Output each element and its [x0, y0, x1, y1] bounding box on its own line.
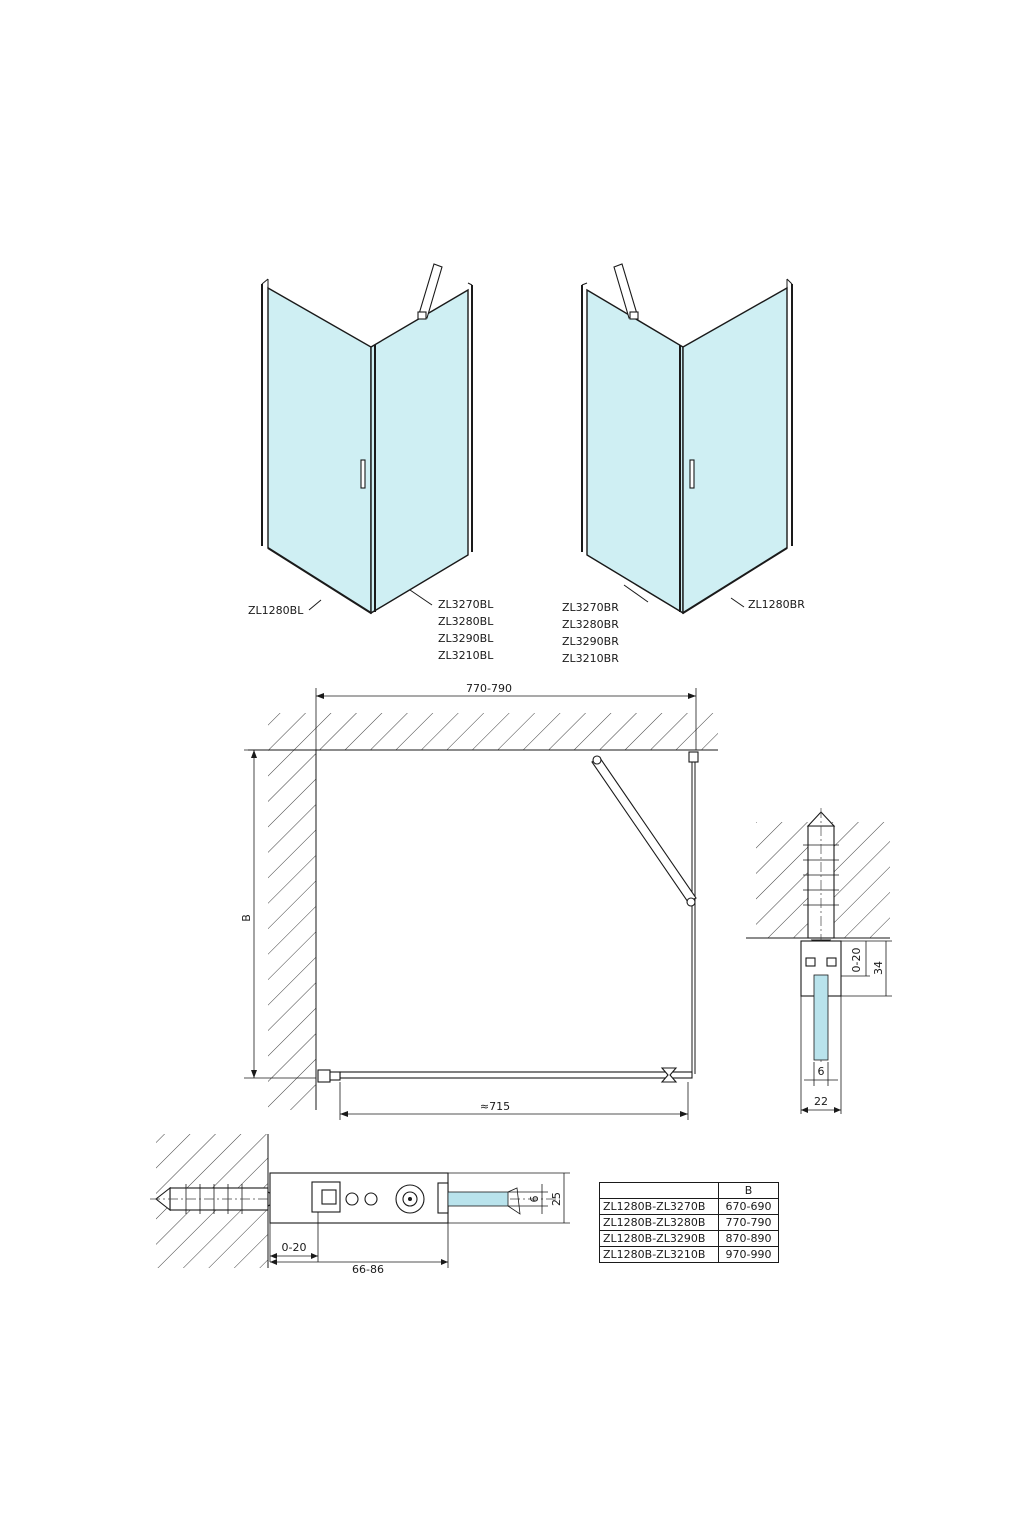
door-glass-panel	[370, 288, 469, 615]
table-cell-model: ZL1280B-ZL3210B	[599, 1246, 719, 1263]
isometric-view-left: ZL1280BL ZL3270BL ZL3280BL ZL3290BL ZL32…	[248, 263, 494, 662]
plan-view: 770-790 B ≈715	[240, 682, 718, 1120]
label-door-right-3: ZL3290BR	[562, 635, 619, 648]
table-cell-b: 670-690	[718, 1198, 779, 1215]
stabilizer-bar	[418, 263, 443, 319]
label-door-left-2: ZL3280BL	[438, 615, 494, 628]
door-glass-panel	[586, 288, 684, 615]
bottom-profile-detail: 6 25 0-20 66-86	[150, 1134, 570, 1276]
label-fixed-panel-right: ZL1280BR	[748, 598, 805, 611]
table-cell-b: 970-990	[718, 1246, 779, 1263]
side-dim-width: 22	[814, 1095, 828, 1108]
side-dim-glass: 6	[818, 1065, 825, 1078]
bottom-dim-glass: 6	[528, 1196, 541, 1203]
fixed-glass-panel	[682, 286, 788, 615]
bottom-glass	[447, 1191, 509, 1207]
table-cell-model: ZL1280B-ZL3270B	[599, 1198, 719, 1215]
table-row: ZL1280B-ZL3210B 970-990	[599, 1246, 779, 1263]
label-door-left-1: ZL3270BL	[438, 598, 494, 611]
label-door-right-1: ZL3270BR	[562, 601, 619, 614]
dim-panel-text: ≈715	[480, 1100, 510, 1113]
isometric-view-right: ZL3270BR ZL3280BR ZL3290BR ZL3210BR ZL12…	[562, 263, 805, 665]
side-dim-profile: 34	[872, 961, 885, 975]
label-door-left-4: ZL3210BL	[438, 649, 494, 662]
bottom-dim-total: 66-86	[352, 1263, 384, 1276]
side-profile-detail: 0-20 34 6 22	[746, 808, 892, 1114]
label-fixed-panel-left: ZL1280BL	[248, 604, 304, 617]
plan-stabilizer-bar	[591, 757, 697, 903]
table-cell-b: 870-890	[718, 1230, 779, 1247]
bottom-dim-height: 25	[550, 1192, 563, 1206]
side-glass	[813, 974, 829, 1061]
dim-width-text: 770-790	[466, 682, 512, 695]
table-row: ZL1280B-ZL3290B 870-890	[599, 1230, 779, 1247]
label-door-right-2: ZL3280BR	[562, 618, 619, 631]
door-handle	[360, 459, 366, 489]
door-handle	[689, 459, 695, 489]
table-cell-b: 770-790	[718, 1214, 779, 1231]
label-door-left-3: ZL3290BL	[438, 632, 494, 645]
plan-fixed-panel	[339, 1071, 693, 1079]
size-table-header: B	[599, 1182, 779, 1199]
table-row: ZL1280B-ZL3280B 770-790	[599, 1214, 779, 1231]
label-door-right-4: ZL3210BR	[562, 652, 619, 665]
bottom-dim-adjust: 0-20	[282, 1241, 307, 1254]
fixed-glass-panel	[267, 286, 372, 615]
table-cell-model: ZL1280B-ZL3290B	[599, 1230, 719, 1247]
size-table: B ZL1280B-ZL3270B 670-690 ZL1280B-ZL3280…	[599, 1182, 779, 1263]
size-table-header-b: B	[718, 1182, 779, 1199]
dim-depth-text: B	[240, 914, 253, 922]
side-dim-adjust: 0-20	[850, 948, 863, 973]
table-cell-model: ZL1280B-ZL3280B	[599, 1214, 719, 1231]
table-row: ZL1280B-ZL3270B 670-690	[599, 1198, 779, 1215]
size-table-header-model	[599, 1182, 719, 1199]
